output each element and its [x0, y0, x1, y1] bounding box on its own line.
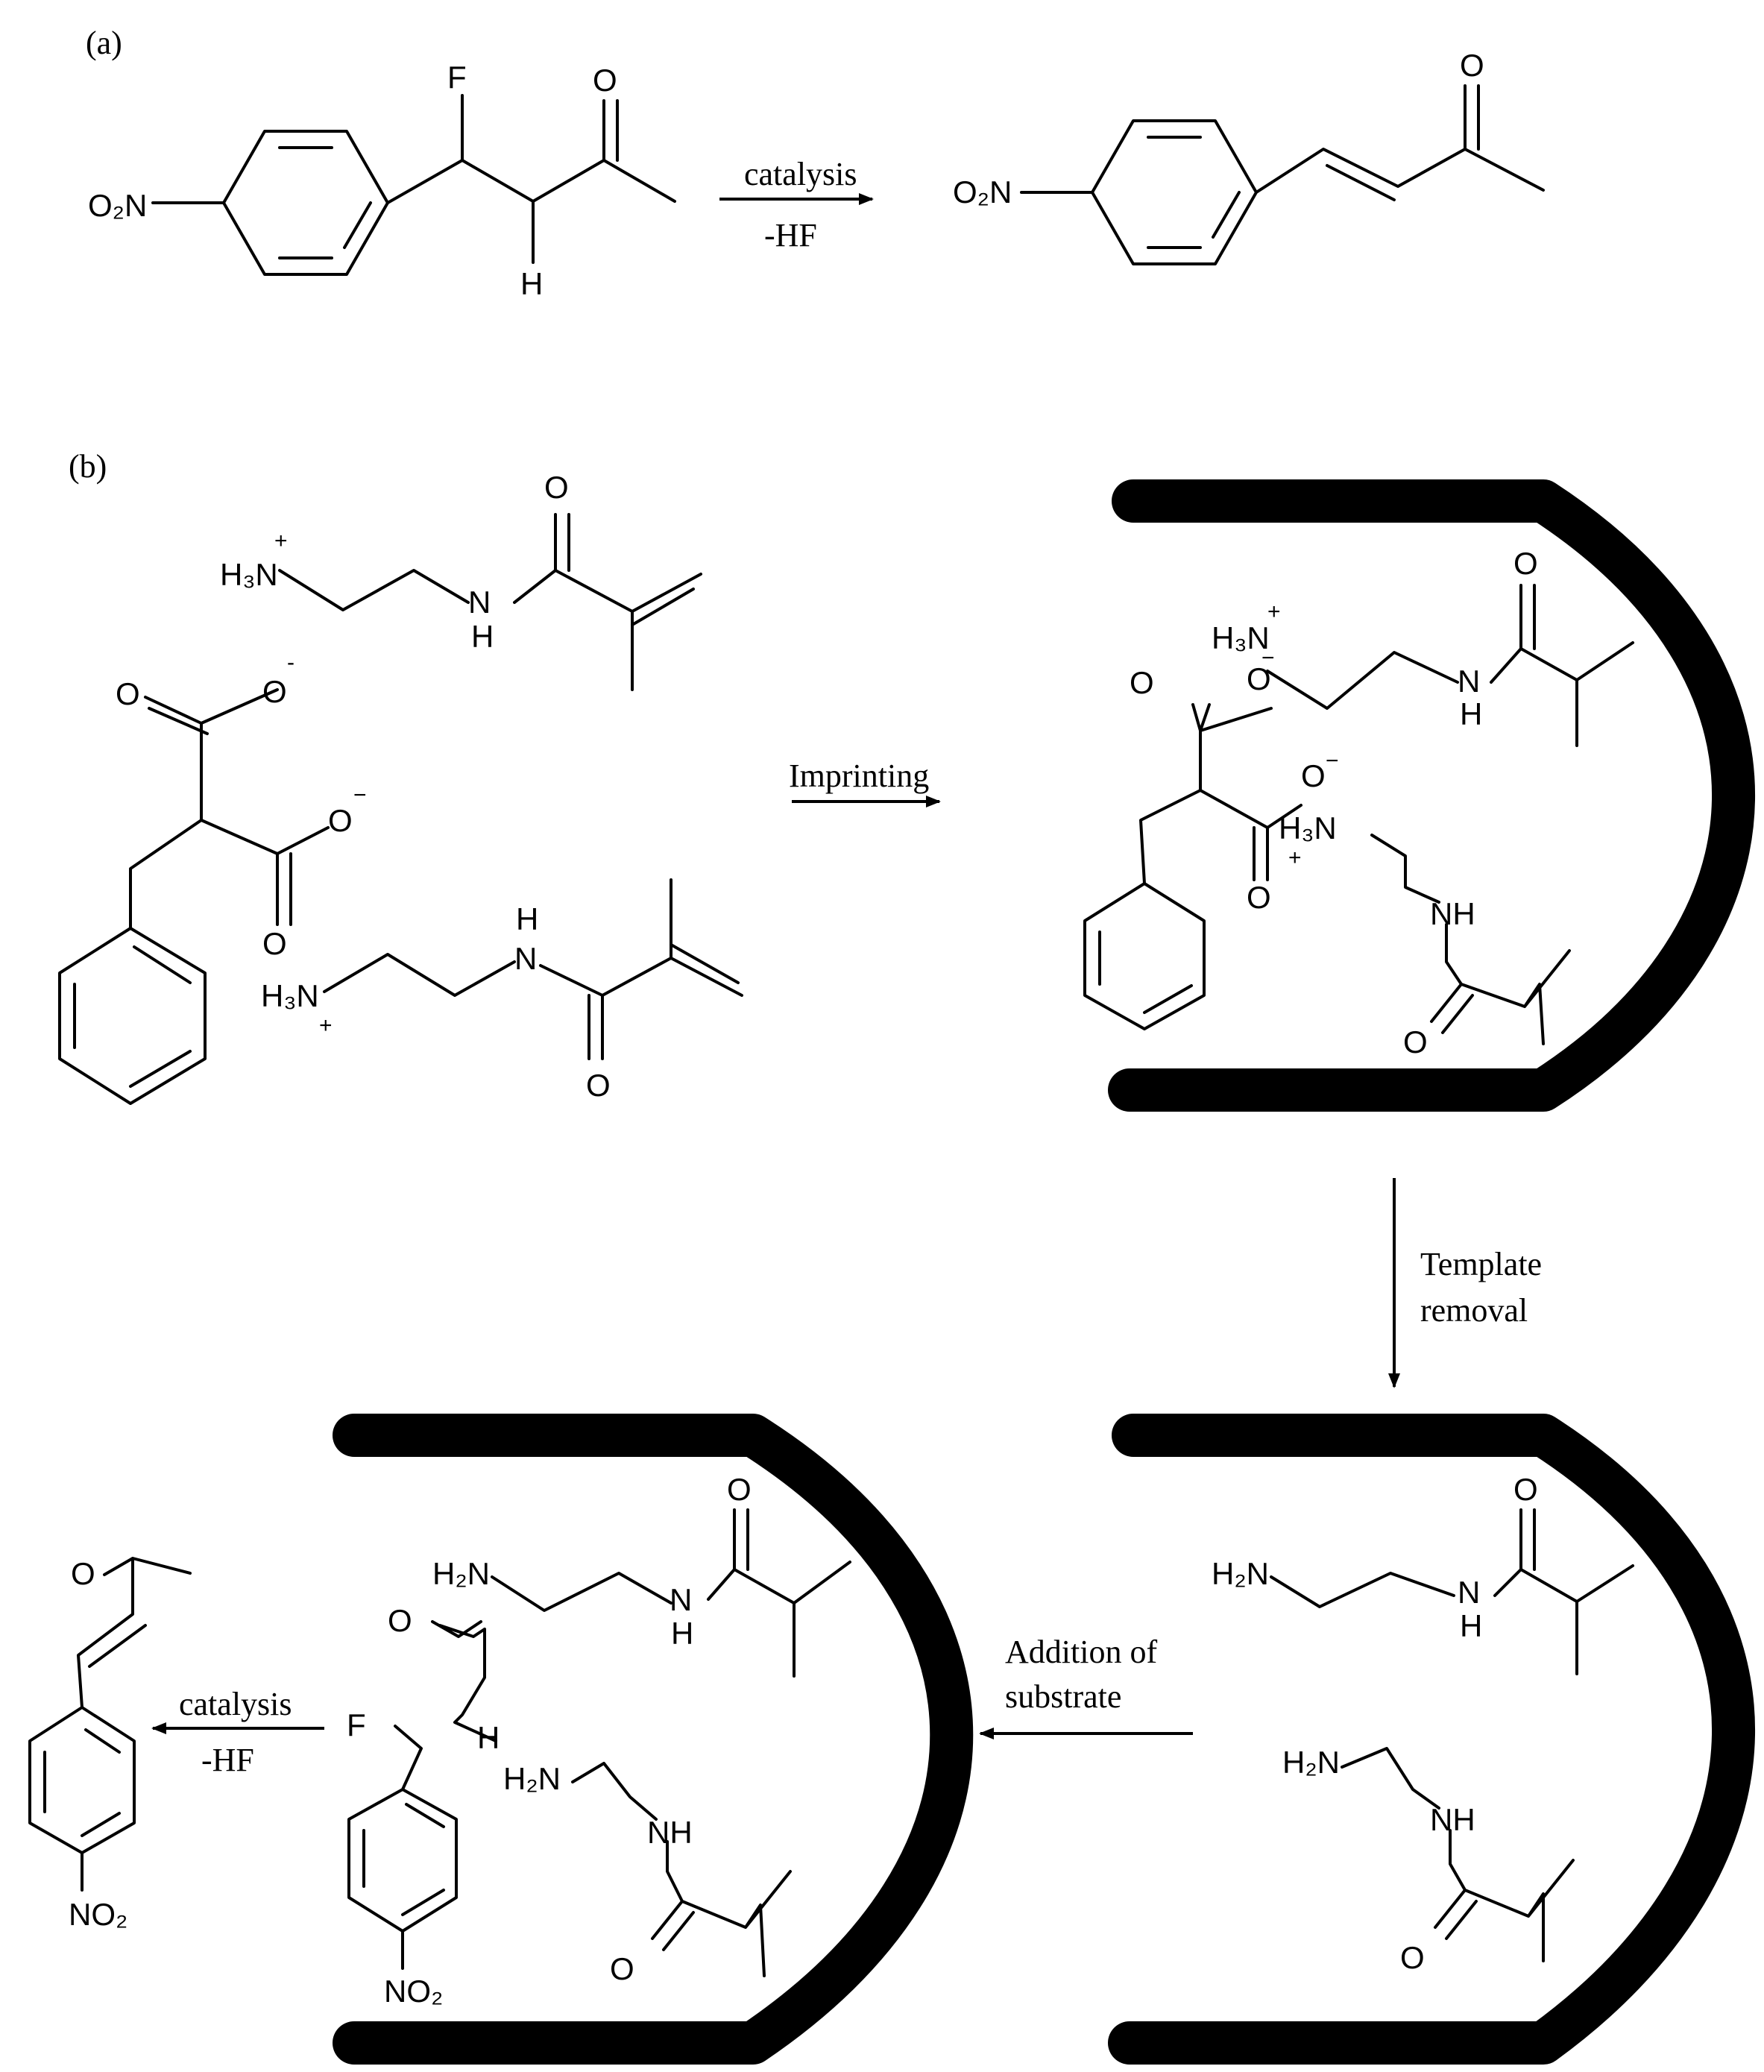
nitro-group-label: O₂N	[953, 174, 1012, 210]
imprinting-arrow: Imprinting	[789, 758, 941, 807]
charge-label: +	[319, 1013, 333, 1038]
panel-a-arrow: catalysis -HF	[719, 156, 874, 254]
amide-h-label: H	[671, 1616, 693, 1651]
amine-label: H₂N	[1212, 1556, 1269, 1591]
panel-b: (b) H₃N + N H O O O - O − O H₃N + H N O	[28, 448, 1756, 2065]
nitro-group-label: NO₂	[69, 1897, 127, 1932]
bond-lines	[1020, 84, 1545, 265]
cavity-with-substrate: H₂N O N H H₂N NH O O F H NO₂	[333, 1414, 974, 2065]
amide-h-label: H	[1460, 1608, 1482, 1643]
amide-oxygen-label: O	[1403, 1024, 1428, 1059]
amine-label: H₂N	[432, 1556, 490, 1591]
arrow-label-minus-hf: -HF	[764, 217, 817, 254]
ketone-oxygen-label: O	[71, 1556, 95, 1591]
carboxylate-oxygen-minus-label: O	[1301, 758, 1326, 793]
nitro-group-label: O₂N	[88, 188, 147, 223]
bond-lines	[151, 94, 676, 276]
amide-oxygen-label: O	[1400, 1940, 1425, 1975]
amide-oxygen-label: O	[544, 470, 569, 505]
substrate-fluorine-label: F	[347, 1707, 366, 1742]
amide-nh-label: NH	[1430, 896, 1475, 931]
amide-nh-label: NH	[647, 1815, 693, 1850]
hydrogen-label: H	[520, 266, 543, 301]
carboxylate-oxygen-label: O	[1130, 665, 1154, 700]
bond-lines	[323, 878, 743, 1060]
amine-label: H₂N	[503, 1761, 561, 1796]
polymer-wall	[1108, 479, 1756, 1112]
amide-oxygen-label: O	[727, 1472, 752, 1507]
substrate-hydrogen-label: H	[477, 1720, 500, 1755]
amide-n-label: N	[1458, 1575, 1480, 1610]
bond-lines	[58, 688, 330, 1105]
charge-label: −	[1326, 749, 1339, 773]
arrow-label-substrate: substrate	[1005, 1678, 1121, 1715]
ketone-oxygen-label: O	[1460, 48, 1484, 83]
amide-n-label: N	[670, 1582, 692, 1617]
panel-a-label: (a)	[86, 25, 122, 61]
amine-label: H₂N	[1282, 1745, 1340, 1780]
bond-lines	[1270, 1508, 1634, 1962]
bond-lines	[28, 1557, 192, 1892]
charge-label: +	[274, 529, 288, 553]
arrow-label-minus-hf: -HF	[201, 1742, 254, 1778]
substrate-oxygen-label: O	[388, 1603, 412, 1638]
bond-lines	[1083, 584, 1634, 1045]
carboxylate-oxygen-label: O	[262, 926, 287, 961]
cavity-empty: H₂N O N H H₂N NH O	[1108, 1414, 1756, 2065]
panel-b-label: (b)	[69, 448, 107, 485]
carboxylate-oxygen-minus-label: O	[1247, 661, 1271, 696]
arrow-label-removal: removal	[1420, 1292, 1528, 1329]
amide-oxygen-label: O	[1513, 546, 1538, 581]
amide-oxygen-label: O	[1513, 1472, 1538, 1507]
amide-h-label: H	[1460, 696, 1482, 731]
polymer-wall	[333, 1414, 974, 2065]
amide-n-label: N	[514, 941, 537, 976]
monomer-top: H₃N + N H O	[220, 470, 702, 691]
arrow-label-template: Template	[1420, 1246, 1542, 1282]
bond-lines	[347, 1508, 851, 1977]
template-molecule: O O - O − O	[58, 650, 367, 1105]
amide-oxygen-label: O	[586, 1068, 611, 1103]
ammonium-label: H₃N	[1212, 620, 1270, 655]
charge-label: +	[1288, 846, 1302, 870]
template-removal-arrow: Template removal	[1388, 1178, 1542, 1388]
charge-label: −	[1261, 646, 1275, 670]
monomer-bottom: H₃N + H N O	[261, 878, 743, 1103]
ammonium-label: H₃N	[1279, 810, 1337, 846]
charge-label: −	[353, 783, 367, 807]
amide-h-label: H	[471, 619, 494, 654]
polymer-wall	[1108, 1414, 1756, 2065]
amide-h-label: H	[516, 901, 538, 936]
charge-label: +	[1267, 599, 1281, 624]
amide-nh-label: NH	[1430, 1802, 1475, 1837]
arrow-label-imprinting: Imprinting	[789, 758, 929, 794]
ketone-oxygen-label: O	[593, 63, 617, 98]
arrow-label-catalysis: catalysis	[179, 1686, 292, 1722]
amide-n-label: N	[1458, 664, 1480, 699]
substrate-nitro-label: NO₂	[384, 1974, 443, 2009]
panel-a-reactant: O₂N F O H	[88, 60, 676, 301]
panel-a-product: O₂N O	[953, 48, 1545, 265]
carboxylate-oxygen-minus-label: O	[328, 803, 353, 838]
carboxylate-oxygen-label: O	[116, 676, 140, 711]
fluorine-label: F	[447, 60, 467, 95]
cavity-imprinted: H₃N + O − N H O O O − O H₃N + NH O	[1083, 479, 1756, 1112]
carboxylate-oxygen-label: O	[1247, 880, 1271, 915]
carboxylate-oxygen-minus-label: O	[262, 674, 287, 709]
ammonium-label: H₃N	[261, 978, 319, 1013]
amide-oxygen-label: O	[610, 1951, 634, 1986]
arrow-label-addition-of: Addition of	[1005, 1634, 1157, 1670]
addition-arrow: Addition of substrate	[979, 1634, 1193, 1739]
panel-a: (a) O₂N F O H catalysis -HF O₂N O	[86, 25, 1545, 301]
charge-label: -	[287, 650, 294, 675]
arrow-label-catalysis: catalysis	[744, 156, 857, 192]
bond-lines	[278, 513, 702, 691]
final-product: O NO₂	[28, 1556, 192, 1932]
ammonium-label: H₃N	[220, 557, 278, 592]
catalysis-arrow: catalysis -HF	[151, 1686, 324, 1778]
amide-n-label: N	[468, 585, 491, 620]
